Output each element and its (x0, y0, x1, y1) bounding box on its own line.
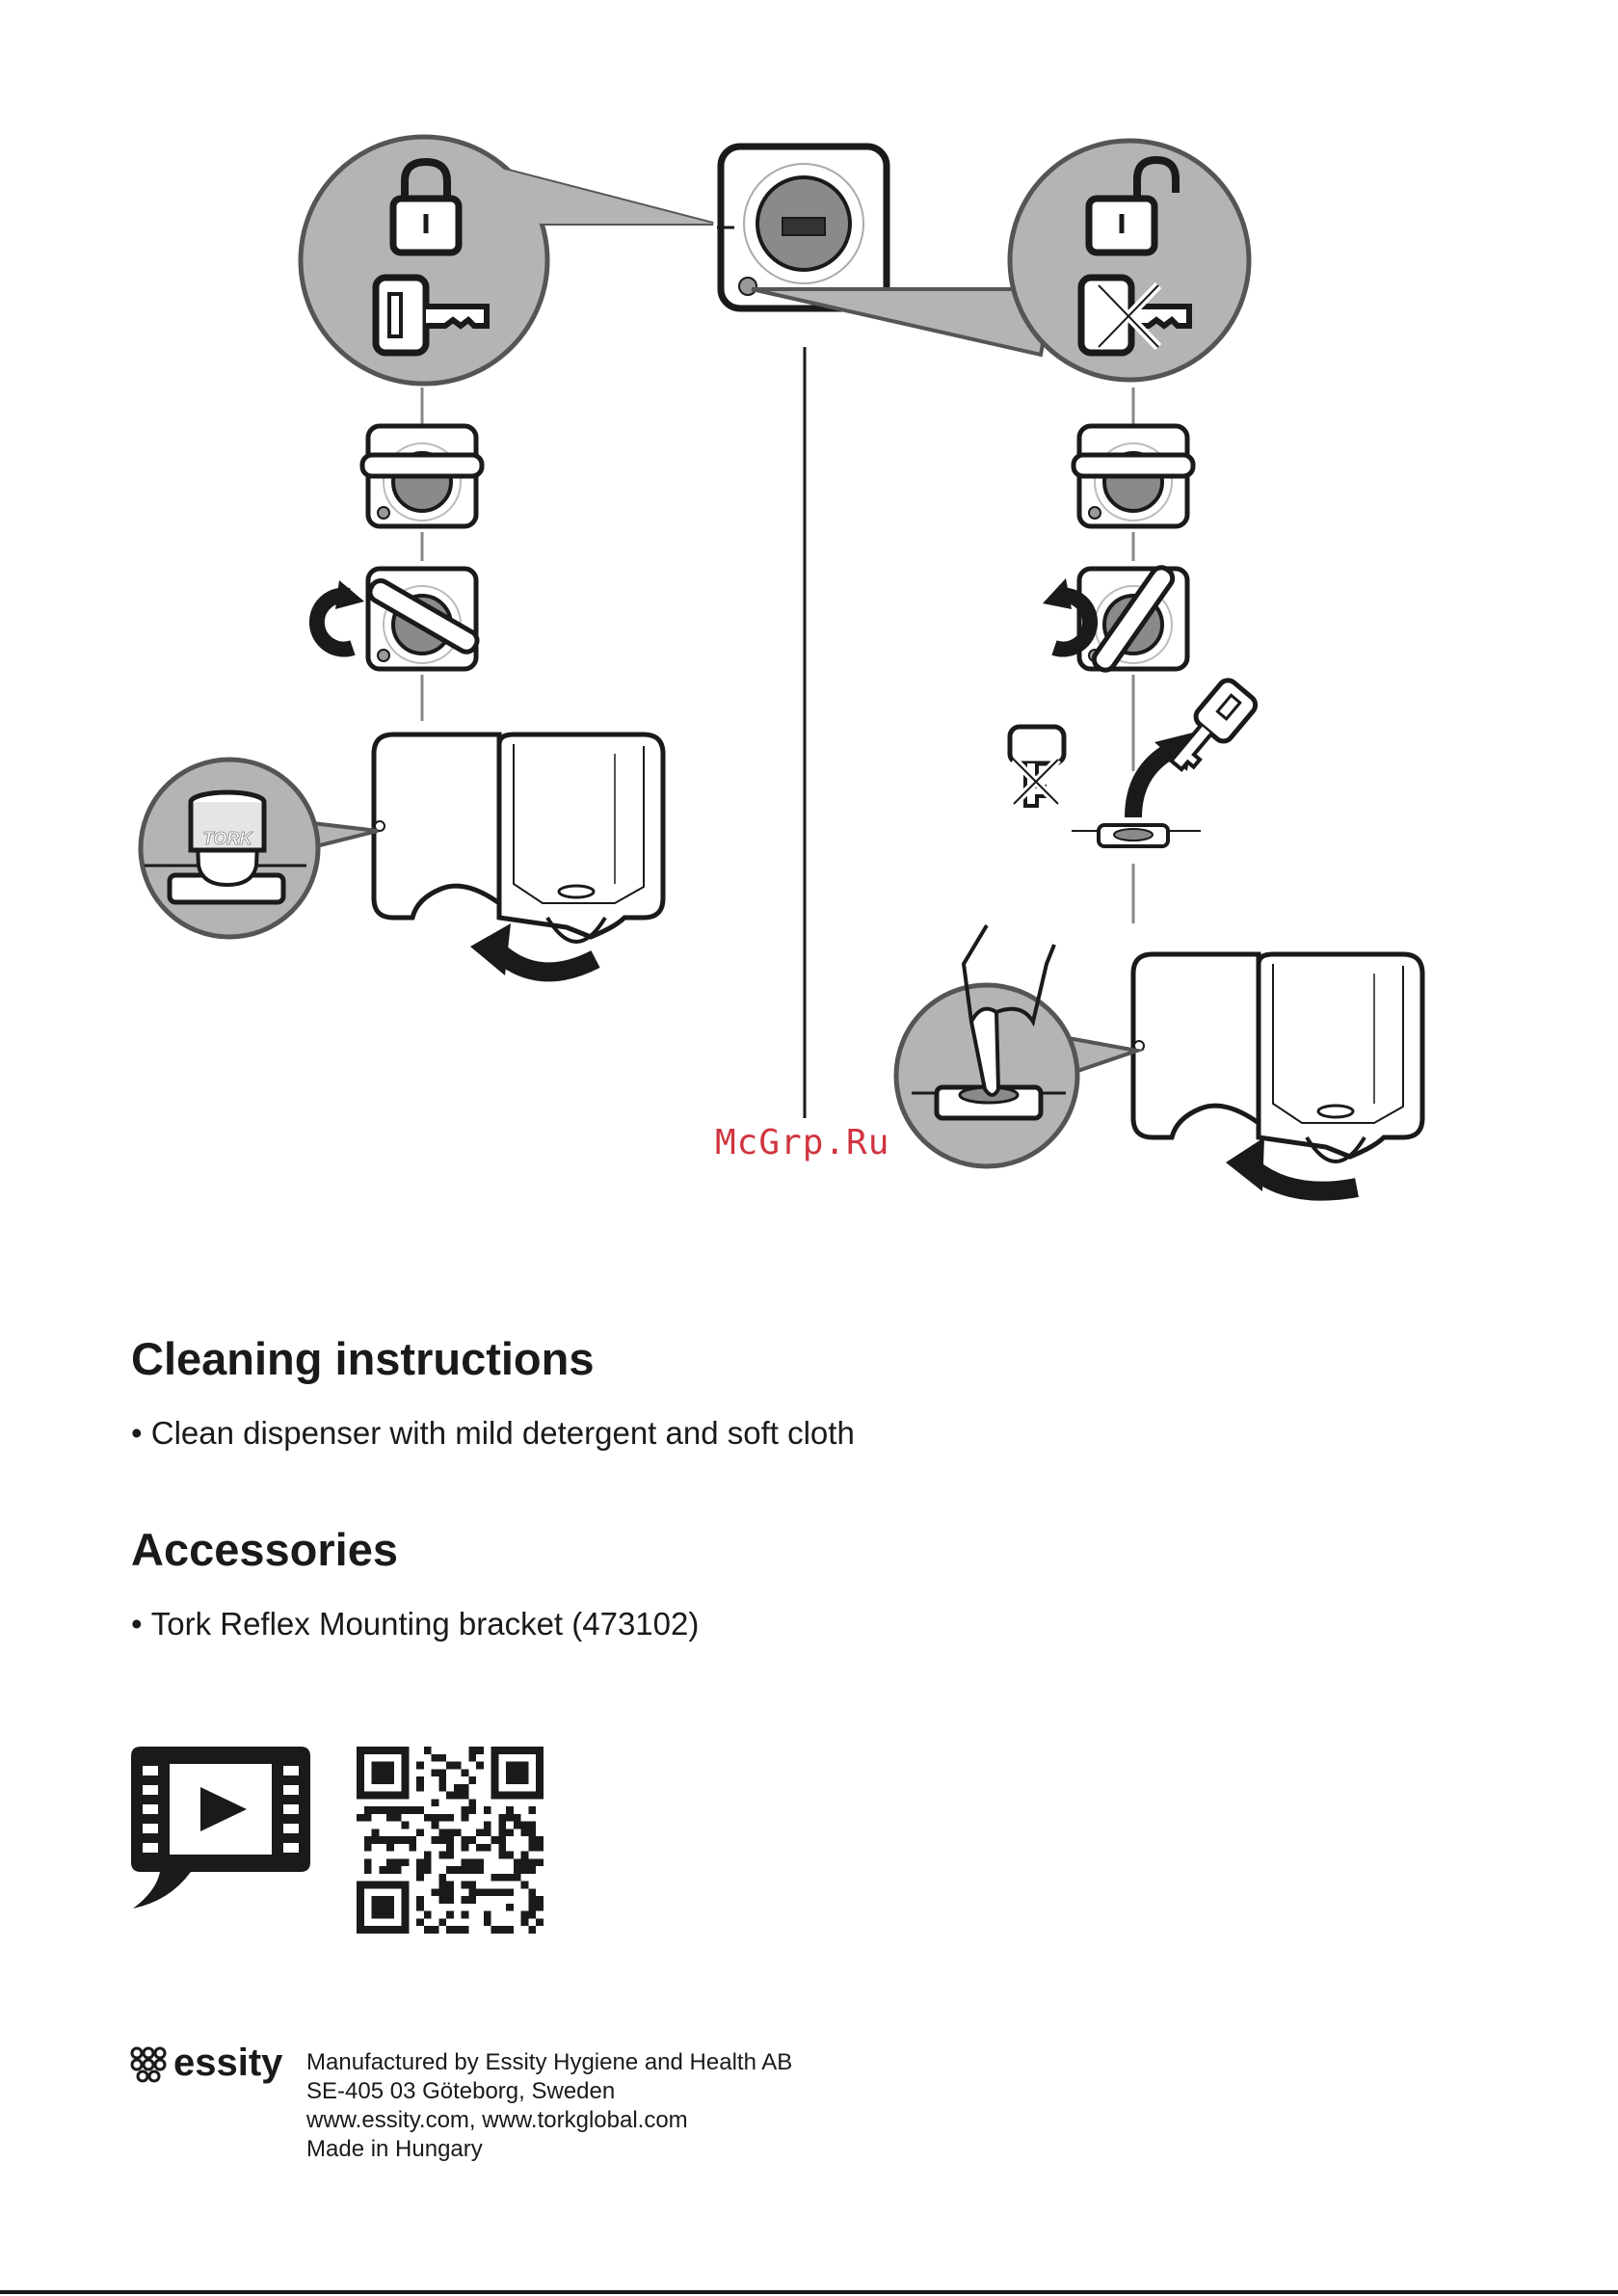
zoom-bubble-press-button (896, 925, 1137, 1166)
essity-logo-icon (129, 2045, 168, 2084)
accessories-title: Accessories (131, 1523, 398, 1576)
bottom-rule (0, 2290, 1618, 2294)
lock-step-key-inserted (362, 426, 482, 526)
callout-locked-with-key (301, 137, 713, 384)
lock-step-key-inserted-right (1074, 426, 1193, 526)
zoom-bubble-tork-key: TORK (141, 760, 378, 937)
removed-key-icon (1162, 677, 1260, 781)
tork-label: TORK (203, 829, 254, 848)
accessories-item: Tork Reflex Mounting bracket (473102) (131, 1606, 699, 1642)
cleaning-title: Cleaning instructions (131, 1332, 595, 1385)
footer-line-websites: www.essity.com, www.torkglobal.com (306, 2107, 688, 2134)
video-play-icon[interactable] (131, 1747, 314, 1909)
lock-step-key-turned-left (366, 569, 480, 669)
instruction-illustration: TORK (0, 0, 1618, 1243)
rotate-clockwise-icon (317, 580, 364, 650)
cleaning-item: Clean dispenser with mild detergent and … (131, 1415, 855, 1452)
keyhole-slot (1072, 825, 1201, 846)
dispenser-right (1133, 954, 1422, 1161)
footer-line-origin: Made in Hungary (306, 2136, 483, 2163)
footer-line-address: SE-405 03 Göteborg, Sweden (306, 2078, 615, 2105)
brand-name: essity (173, 2042, 282, 2085)
watermark: McGrp.Ru (715, 1123, 908, 1162)
footer-line-manufacturer: Manufactured by Essity Hygiene and Healt… (306, 2049, 792, 2076)
dispenser-left (374, 734, 663, 942)
small-key-crossed-icon (1010, 727, 1064, 806)
qr-code[interactable] (357, 1747, 544, 1934)
central-lock (717, 147, 887, 308)
